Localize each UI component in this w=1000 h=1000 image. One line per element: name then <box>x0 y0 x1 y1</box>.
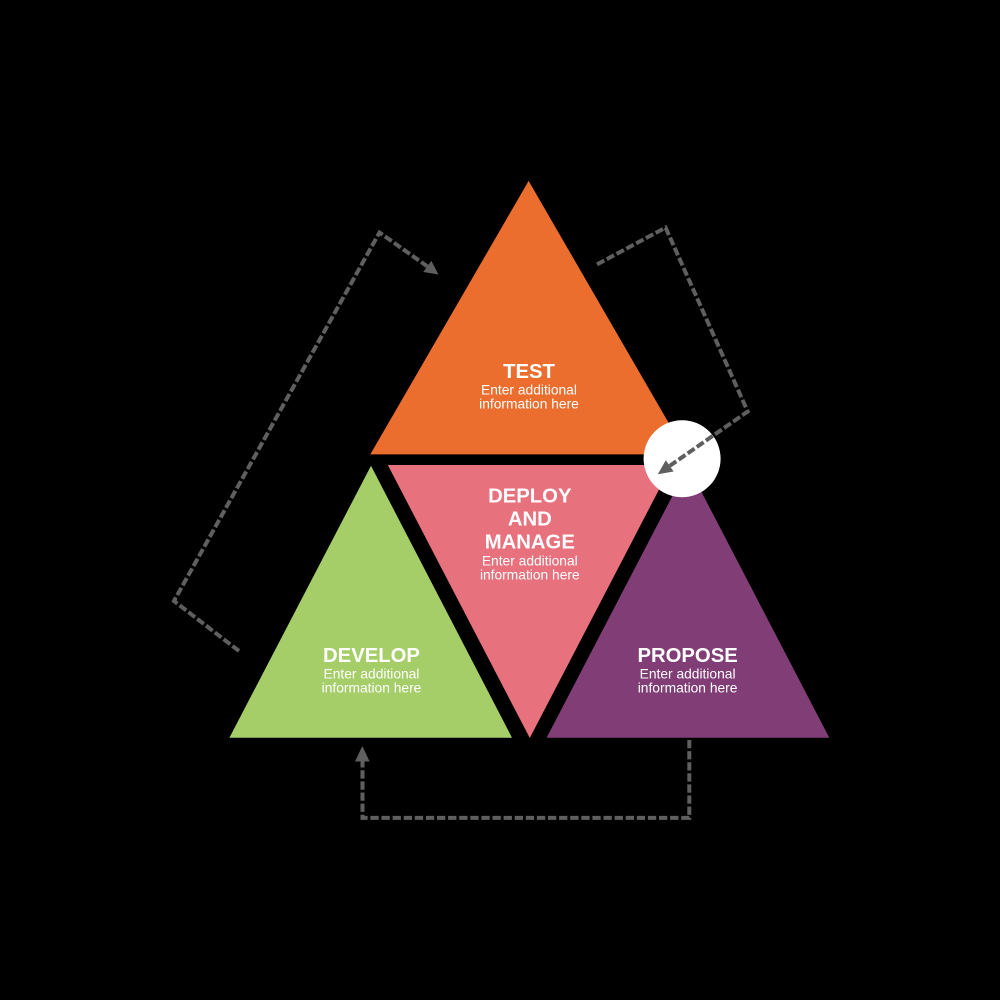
svg-text:MANAGE: MANAGE <box>485 532 575 554</box>
svg-text:information here: information here <box>638 681 738 696</box>
svg-text:Enter additional: Enter additional <box>482 553 578 568</box>
svg-text:Enter additional: Enter additional <box>324 667 420 682</box>
svg-text:AND: AND <box>508 509 552 531</box>
svg-text:DEPLOY: DEPLOY <box>488 486 572 508</box>
svg-text:information here: information here <box>480 567 580 582</box>
svg-text:information here: information here <box>479 397 579 412</box>
svg-text:Enter additional: Enter additional <box>640 667 736 682</box>
svg-text:DEVELOP: DEVELOP <box>323 645 420 667</box>
svg-text:TEST: TEST <box>503 361 555 383</box>
svg-text:Enter additional: Enter additional <box>481 382 577 397</box>
svg-text:PROPOSE: PROPOSE <box>637 645 737 667</box>
svg-text:information here: information here <box>322 681 422 696</box>
